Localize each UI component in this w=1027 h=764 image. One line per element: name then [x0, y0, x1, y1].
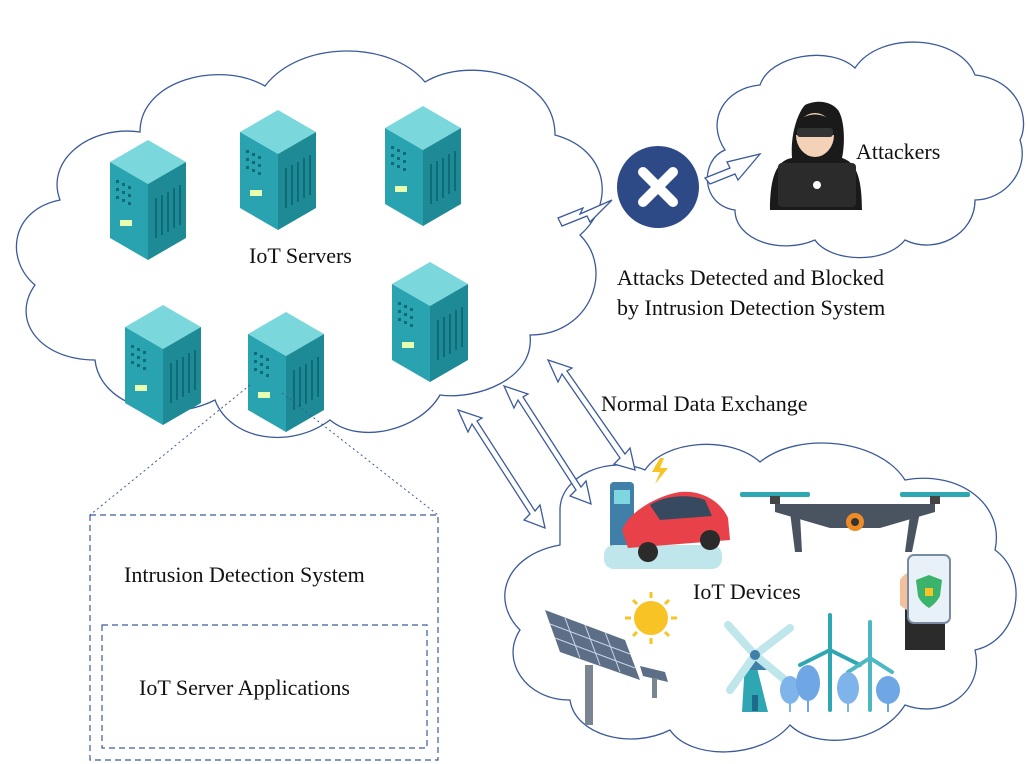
- tree-icon: [780, 665, 900, 712]
- ids-box: [89, 514, 439, 761]
- server-icon: [247, 311, 325, 433]
- devices-cloud-label: IoT Devices: [693, 579, 801, 604]
- wind-turbine-icon: [798, 613, 894, 712]
- windmill-icon: [724, 621, 794, 712]
- drone-icon: [740, 492, 970, 552]
- hacker-icon: [770, 101, 862, 210]
- server-icon: [239, 109, 317, 231]
- attackers-cloud: [706, 41, 1025, 259]
- server-icon: [124, 304, 202, 426]
- attack-arrow-right: [703, 152, 762, 185]
- servers-cloud: [15, 50, 603, 439]
- server-icon: [391, 261, 469, 383]
- apps-box: [101, 624, 428, 749]
- servers-cloud-label: IoT Servers: [249, 243, 352, 268]
- devices-cloud: [504, 442, 1017, 753]
- attackers-cloud-label: Attackers: [856, 139, 941, 164]
- data-exchange-arrows: [456, 358, 636, 530]
- blocked-x-icon: [617, 146, 699, 228]
- attack-blocked-label-line1: Attacks Detected and Blocked: [617, 265, 884, 290]
- ev-charger-car-icon: [604, 458, 730, 569]
- smartphone-shield-icon: [900, 554, 951, 650]
- normal-exchange-label: Normal Data Exchange: [601, 391, 808, 416]
- apps-box-label: IoT Server Applications: [139, 675, 350, 700]
- attack-arrow-left: [557, 199, 613, 227]
- attack-blocked-label-line2: by Intrusion Detection System: [617, 295, 886, 320]
- ids-box-label: Intrusion Detection System: [124, 562, 365, 587]
- sun-icon: [625, 592, 677, 644]
- server-icon: [384, 105, 462, 227]
- server-icon: [109, 139, 187, 261]
- solar-panel-icon: [545, 610, 668, 725]
